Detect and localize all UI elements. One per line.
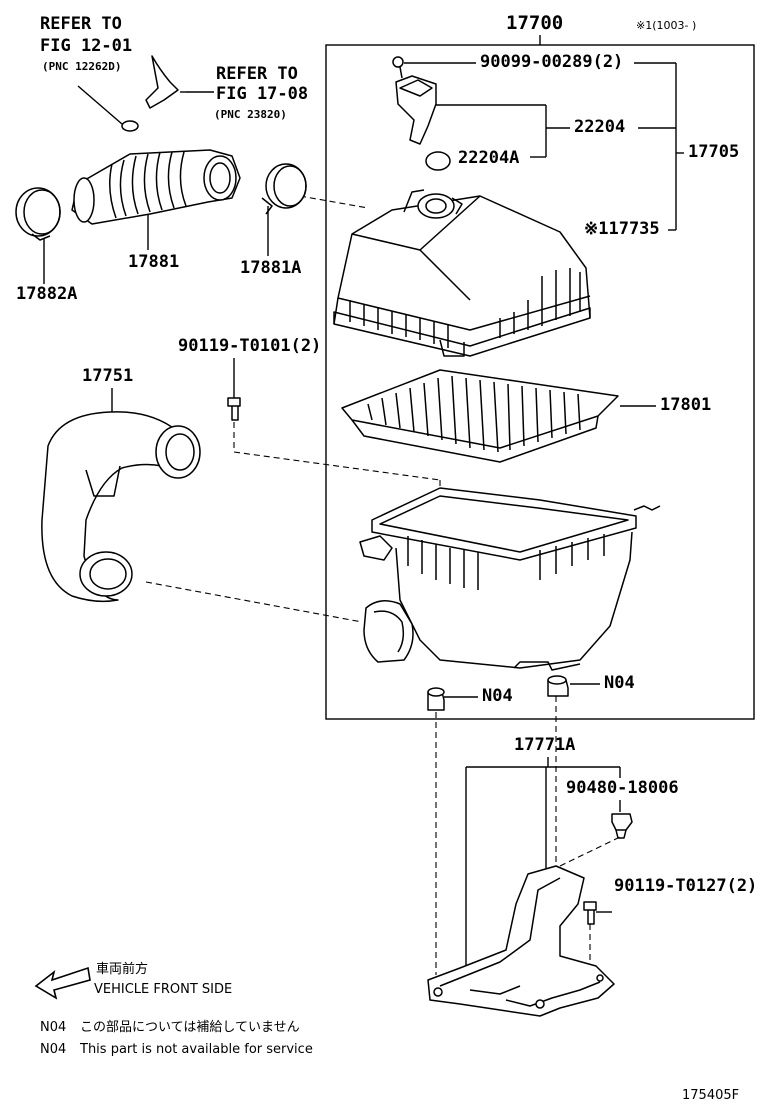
- mass-air-sensor-drawing: [392, 56, 451, 171]
- inlet-duct-drawing: [41, 411, 201, 603]
- lower-case-drawing: [359, 487, 661, 671]
- part-17881a: 17881A: [240, 258, 302, 278]
- range-note: ※1(1003- ): [636, 19, 697, 32]
- refer-1-line-2: FIG 12-01: [40, 36, 133, 56]
- vehicle-front-arrow-icon: [34, 966, 91, 1000]
- part-n04-left: N04: [482, 686, 513, 706]
- part-17881: 17881: [128, 252, 180, 272]
- upper-case-drawing: [333, 189, 591, 357]
- part-n04-right: N04: [604, 673, 635, 693]
- refer-1-line-1: REFER TO: [40, 14, 122, 34]
- filter-element-drawing: [341, 369, 619, 463]
- n04-code-en: N04: [40, 1042, 67, 1057]
- part-17771a: 17771A: [514, 735, 576, 755]
- intake-hose-drawing: [71, 55, 241, 225]
- refer-2-line-3: (PNC 23820): [214, 108, 287, 121]
- grommet-left-drawing: [427, 687, 445, 711]
- part-17751: 17751: [82, 366, 134, 386]
- part-90119-t0101: 90119-T0101(2): [178, 336, 322, 356]
- clip-drawing: [611, 813, 633, 839]
- part-17705: 17705: [688, 142, 740, 162]
- refer-2-line-1: REFER TO: [216, 64, 298, 84]
- part-90480-18006: 90480-18006: [566, 778, 679, 798]
- bracket-drawing: [427, 865, 615, 1017]
- refer-1-line-3: (PNC 12262D): [42, 60, 122, 73]
- clamp-left-drawing: [15, 187, 61, 241]
- bolt-upper-drawing: [227, 397, 241, 421]
- part-90099-00289: 90099-00289(2): [480, 52, 624, 72]
- part-17882a: 17882A: [16, 284, 78, 304]
- part-17700: 17700: [506, 12, 564, 34]
- figure-id: 175405F: [682, 1088, 740, 1103]
- part-22204: 22204: [574, 117, 626, 137]
- vehicle-front-jp: 車両前方: [96, 962, 149, 977]
- n04-code-jp: N04: [40, 1020, 67, 1035]
- refer-2-line-2: FIG 17-08: [216, 84, 309, 104]
- grommet-right-drawing: [547, 675, 569, 697]
- n04-note-jp: この部品については補給していません: [80, 1020, 300, 1035]
- part-17735: ※117735: [584, 219, 660, 239]
- part-90119-t0127: 90119-T0127(2): [614, 876, 758, 896]
- vehicle-front-en: VEHICLE FRONT SIDE: [94, 982, 233, 997]
- bolt-lower-drawing: [583, 901, 597, 925]
- part-17801: 17801: [660, 395, 712, 415]
- clamp-right-drawing: [261, 163, 307, 215]
- n04-note-en: This part is not available for service: [80, 1042, 313, 1057]
- part-22204a: 22204A: [458, 148, 520, 168]
